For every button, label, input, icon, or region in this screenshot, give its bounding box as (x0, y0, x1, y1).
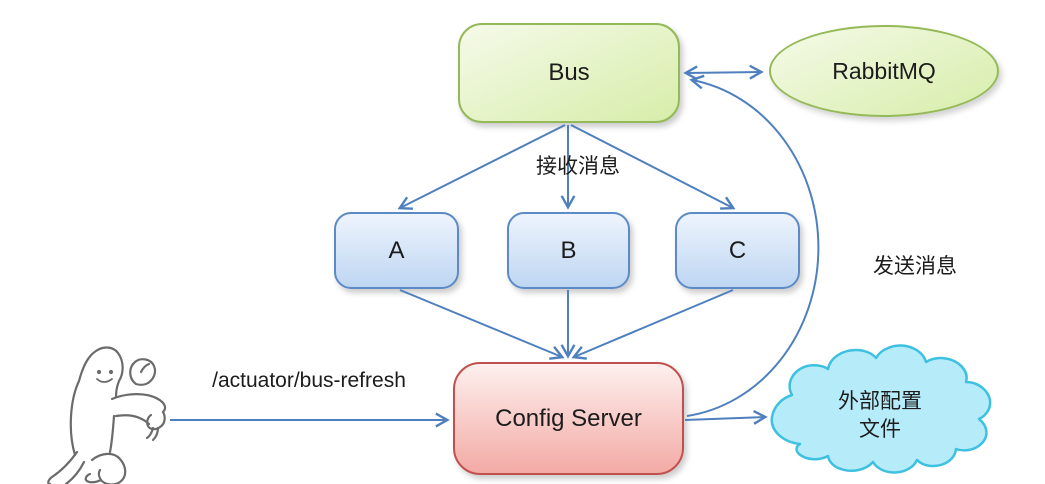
node-service-c-label: C (728, 236, 747, 264)
node-bus-label: Bus (548, 59, 590, 86)
external-config-line-2: 文件 (859, 418, 901, 441)
node-bus: Bus (458, 23, 680, 123)
node-service-b-label: B (560, 236, 577, 264)
edge-label-receive-message: 接收消息 (536, 155, 620, 178)
node-service-a-label: A (388, 236, 405, 264)
arrow-service-c-to-config-server (571, 289, 734, 360)
node-rabbitmq: RabbitMQ (769, 25, 999, 117)
node-rabbitmq-label: RabbitMQ (832, 57, 936, 84)
node-config-server: Config Server (453, 362, 684, 475)
node-external-config-label: 外部配置 文件 (796, 388, 964, 444)
node-service-b: B (507, 212, 630, 289)
arrow-bus-rabbitmq-bidirectional (683, 64, 764, 81)
person-sketch-icon (47, 346, 167, 484)
node-service-a: A (334, 212, 459, 289)
arrow-service-a-to-config-server (399, 289, 565, 360)
edge-label-actuator-bus-refresh: /actuator/bus-refresh (212, 369, 406, 392)
external-config-line-1: 外部配置 (838, 390, 922, 413)
node-service-c: C (675, 212, 800, 289)
node-config-server-label: Config Server (495, 404, 642, 432)
arrow-config-server-to-cloud (684, 409, 768, 425)
edge-label-send-message: 发送消息 (873, 255, 957, 278)
